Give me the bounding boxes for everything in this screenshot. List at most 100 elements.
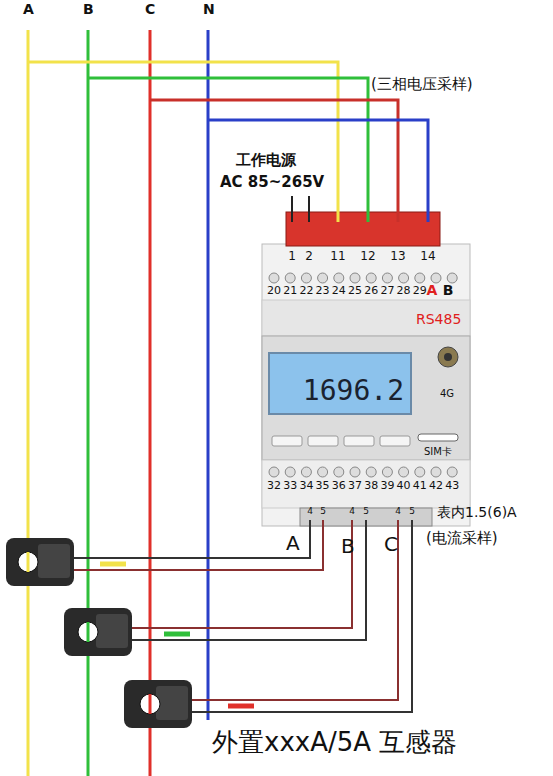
label: 40	[397, 480, 411, 492]
label: A	[23, 2, 34, 17]
power-wire	[308, 196, 310, 222]
label: B	[83, 2, 94, 17]
terminal-screws	[269, 224, 457, 525]
label: 20	[267, 285, 281, 297]
label: 32	[267, 480, 281, 492]
terminal-screw	[447, 273, 457, 283]
label: 36	[332, 480, 346, 492]
label: 37	[348, 480, 362, 492]
label: C	[145, 2, 155, 17]
label: 26	[364, 285, 378, 297]
power-wire	[291, 196, 293, 222]
button	[380, 436, 410, 446]
antenna	[444, 353, 452, 361]
current-wire	[130, 520, 366, 640]
label: 43	[445, 480, 459, 492]
terminal-screw	[334, 467, 344, 477]
terminal-screw	[350, 467, 360, 477]
label: 1	[288, 250, 296, 263]
label: 27	[380, 285, 394, 297]
terminal-screw	[415, 273, 425, 283]
voltage-wire	[208, 120, 428, 222]
label: B	[341, 535, 355, 557]
label: 2	[305, 250, 313, 263]
wire-mark	[228, 704, 254, 709]
terminal-screw	[399, 467, 409, 477]
antenna	[438, 347, 458, 367]
label: 工作电源	[236, 152, 296, 169]
label: A	[427, 283, 438, 298]
terminal-screw	[350, 273, 360, 283]
current-wire	[130, 520, 352, 628]
current-transformer	[124, 680, 192, 728]
label: 4	[395, 507, 401, 517]
label: 41	[413, 480, 427, 492]
terminal-screw	[318, 467, 328, 477]
terminal-screw	[447, 467, 457, 477]
phase-b-line	[87, 30, 90, 776]
label: 4	[349, 507, 355, 517]
terminal-screw	[431, 467, 441, 477]
label: 12	[360, 250, 375, 263]
label: RS485	[416, 312, 461, 327]
label: 28	[397, 285, 411, 297]
meter-lower	[262, 460, 470, 508]
label: 11	[330, 250, 345, 263]
label: 21	[283, 285, 297, 297]
label: 5	[320, 507, 326, 517]
terminal-screw	[431, 273, 441, 283]
current-wire	[72, 520, 310, 558]
terminal-screw	[334, 273, 344, 283]
label: 35	[316, 480, 330, 492]
current-wire	[190, 520, 398, 700]
current-transformer	[6, 538, 74, 586]
label: (电流采样)	[426, 530, 498, 547]
label: 33	[283, 480, 297, 492]
voltage-wire	[150, 100, 398, 222]
wire-mark	[164, 632, 190, 637]
label: 39	[380, 480, 394, 492]
meter-front	[262, 336, 470, 460]
lcd-display: 1696.2	[268, 352, 412, 415]
terminal-screw	[366, 467, 376, 477]
label: 24	[332, 285, 346, 297]
terminal-screw	[382, 467, 392, 477]
voltage-wire	[28, 62, 338, 222]
label: 4G	[440, 388, 454, 399]
terminal-screw	[285, 467, 295, 477]
label: 23	[316, 285, 330, 297]
current-transformer	[64, 608, 132, 656]
label: 38	[364, 480, 378, 492]
neutral-line	[207, 30, 210, 720]
terminal-screw	[399, 273, 409, 283]
label: 表内1.5(6)A	[437, 505, 517, 520]
label: 29	[413, 285, 427, 297]
label: A	[286, 532, 300, 554]
label: 5	[363, 507, 369, 517]
terminal-screw	[318, 273, 328, 283]
button	[344, 436, 374, 446]
terminal-screw	[269, 467, 279, 477]
label: 34	[299, 480, 313, 492]
current-wire	[190, 520, 412, 712]
button	[308, 436, 338, 446]
label: 外置xxxA/5A 互感器	[212, 728, 457, 757]
label: 42	[429, 480, 443, 492]
label: N	[203, 2, 215, 17]
label: 13	[390, 250, 405, 263]
terminal-screw	[382, 273, 392, 283]
terminal-screw	[301, 467, 311, 477]
label: 25	[348, 285, 362, 297]
terminal-screw	[301, 273, 311, 283]
label: 22	[299, 285, 313, 297]
label: SIM卡	[424, 446, 452, 457]
terminal-screw	[285, 273, 295, 283]
label: AC 85~265V	[220, 174, 324, 191]
terminal-screw	[366, 273, 376, 283]
label: C	[384, 533, 398, 555]
label: 14	[420, 250, 435, 263]
terminal-screw	[269, 273, 279, 283]
wire-mark	[100, 562, 126, 567]
terminal-screw	[415, 467, 425, 477]
label: 4	[307, 507, 313, 517]
